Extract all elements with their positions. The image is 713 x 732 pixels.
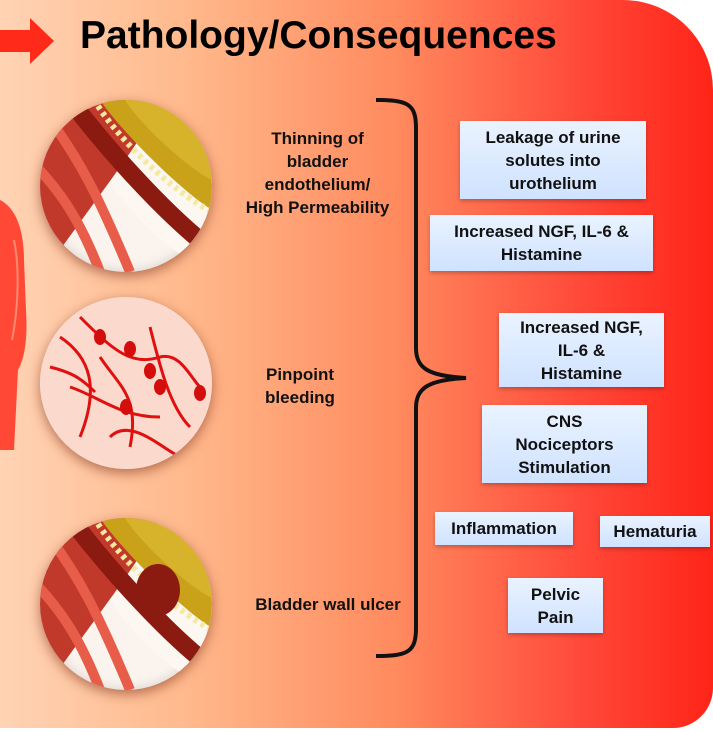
thinning-endothelium-illustration	[40, 100, 212, 272]
pathology-label-ulcer: Bladder wall ulcer	[255, 595, 401, 614]
curly-brace	[375, 98, 467, 658]
box-cns-nociceptors: CNS Nociceptors Stimulation	[482, 405, 647, 483]
box-inflammation: Inflammation	[435, 512, 573, 545]
box-leakage: Leakage of urine solutes into urothelium	[460, 121, 646, 199]
bladder-ulcer-illustration	[40, 518, 212, 690]
human-silhouette-icon	[0, 200, 27, 450]
right-arrow-icon	[0, 18, 54, 64]
pathology-label-thinning: Thinning of bladder endothelium/ High Pe…	[245, 129, 390, 217]
box-increased-ngf-2: Increased NGF, IL-6 & Histamine	[499, 313, 664, 387]
page-title: Pathology/Consequences	[80, 14, 557, 57]
pinpoint-bleeding-illustration	[40, 297, 212, 469]
box-hematuria: Hematuria	[600, 516, 710, 547]
box-pelvic-pain: Pelvic Pain	[508, 578, 603, 633]
box-increased-ngf-1: Increased NGF, IL-6 & Histamine	[430, 215, 653, 271]
pathology-label-bleeding: Pinpoint bleeding	[265, 365, 335, 407]
